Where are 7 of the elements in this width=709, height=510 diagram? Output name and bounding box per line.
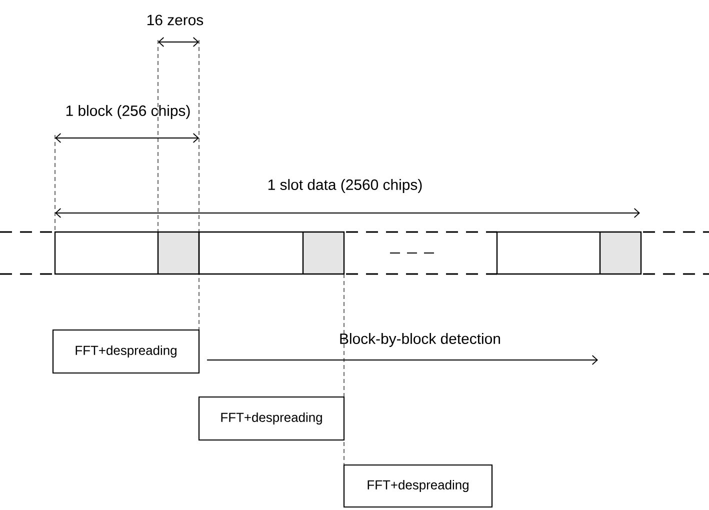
process-box: FFT+despreading [52, 329, 200, 374]
process-box: FFT+despreading [343, 464, 493, 508]
process-box: FFT+despreading [198, 396, 345, 441]
dimension-label: 1 block (256 chips) [66, 105, 190, 119]
dimension-label: Block-by-block detection [340, 333, 500, 347]
dimension-label: 16 zeros [148, 14, 204, 26]
dimension-label: 1 slot data (2560 chips) [268, 179, 422, 193]
